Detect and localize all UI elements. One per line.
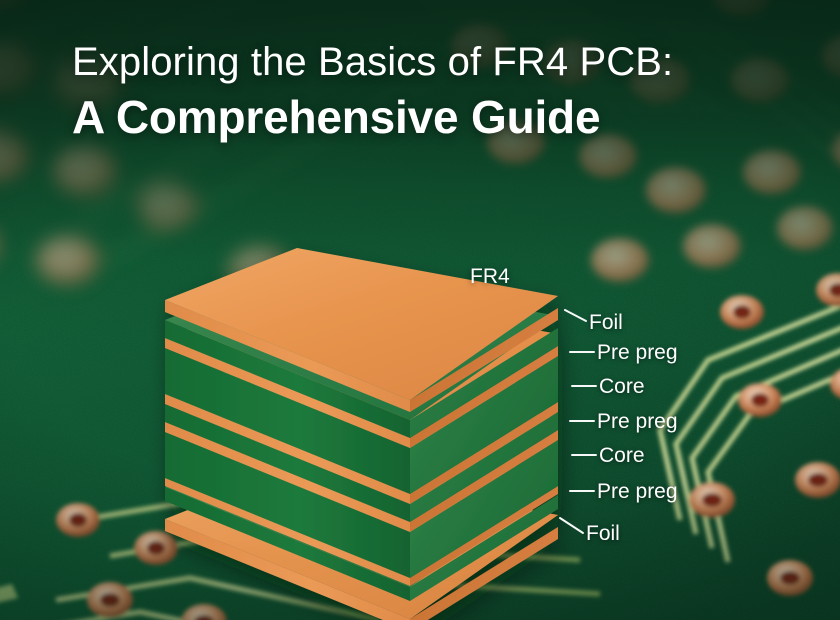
diagram-label-prepreg-1: Pre preg xyxy=(597,341,678,364)
diagram-label-core-2: Core xyxy=(599,444,645,467)
diagram-label-prepreg-3: Pre preg xyxy=(597,480,678,503)
diagram-label-foil-top: Foil xyxy=(589,311,623,334)
diagram-label-foil-bottom: Foil xyxy=(586,522,620,545)
page-title-line-2: A Comprehensive Guide xyxy=(72,91,601,143)
page-title: Exploring the Basics of FR4 PCB: A Compr… xyxy=(72,36,792,146)
diagram-label-fr4: FR4 xyxy=(470,265,510,288)
diagram-label-prepreg-2: Pre preg xyxy=(597,410,678,433)
page-title-line-1: Exploring the Basics of FR4 PCB: xyxy=(72,40,674,84)
diagram-label-core-1: Core xyxy=(599,375,645,398)
